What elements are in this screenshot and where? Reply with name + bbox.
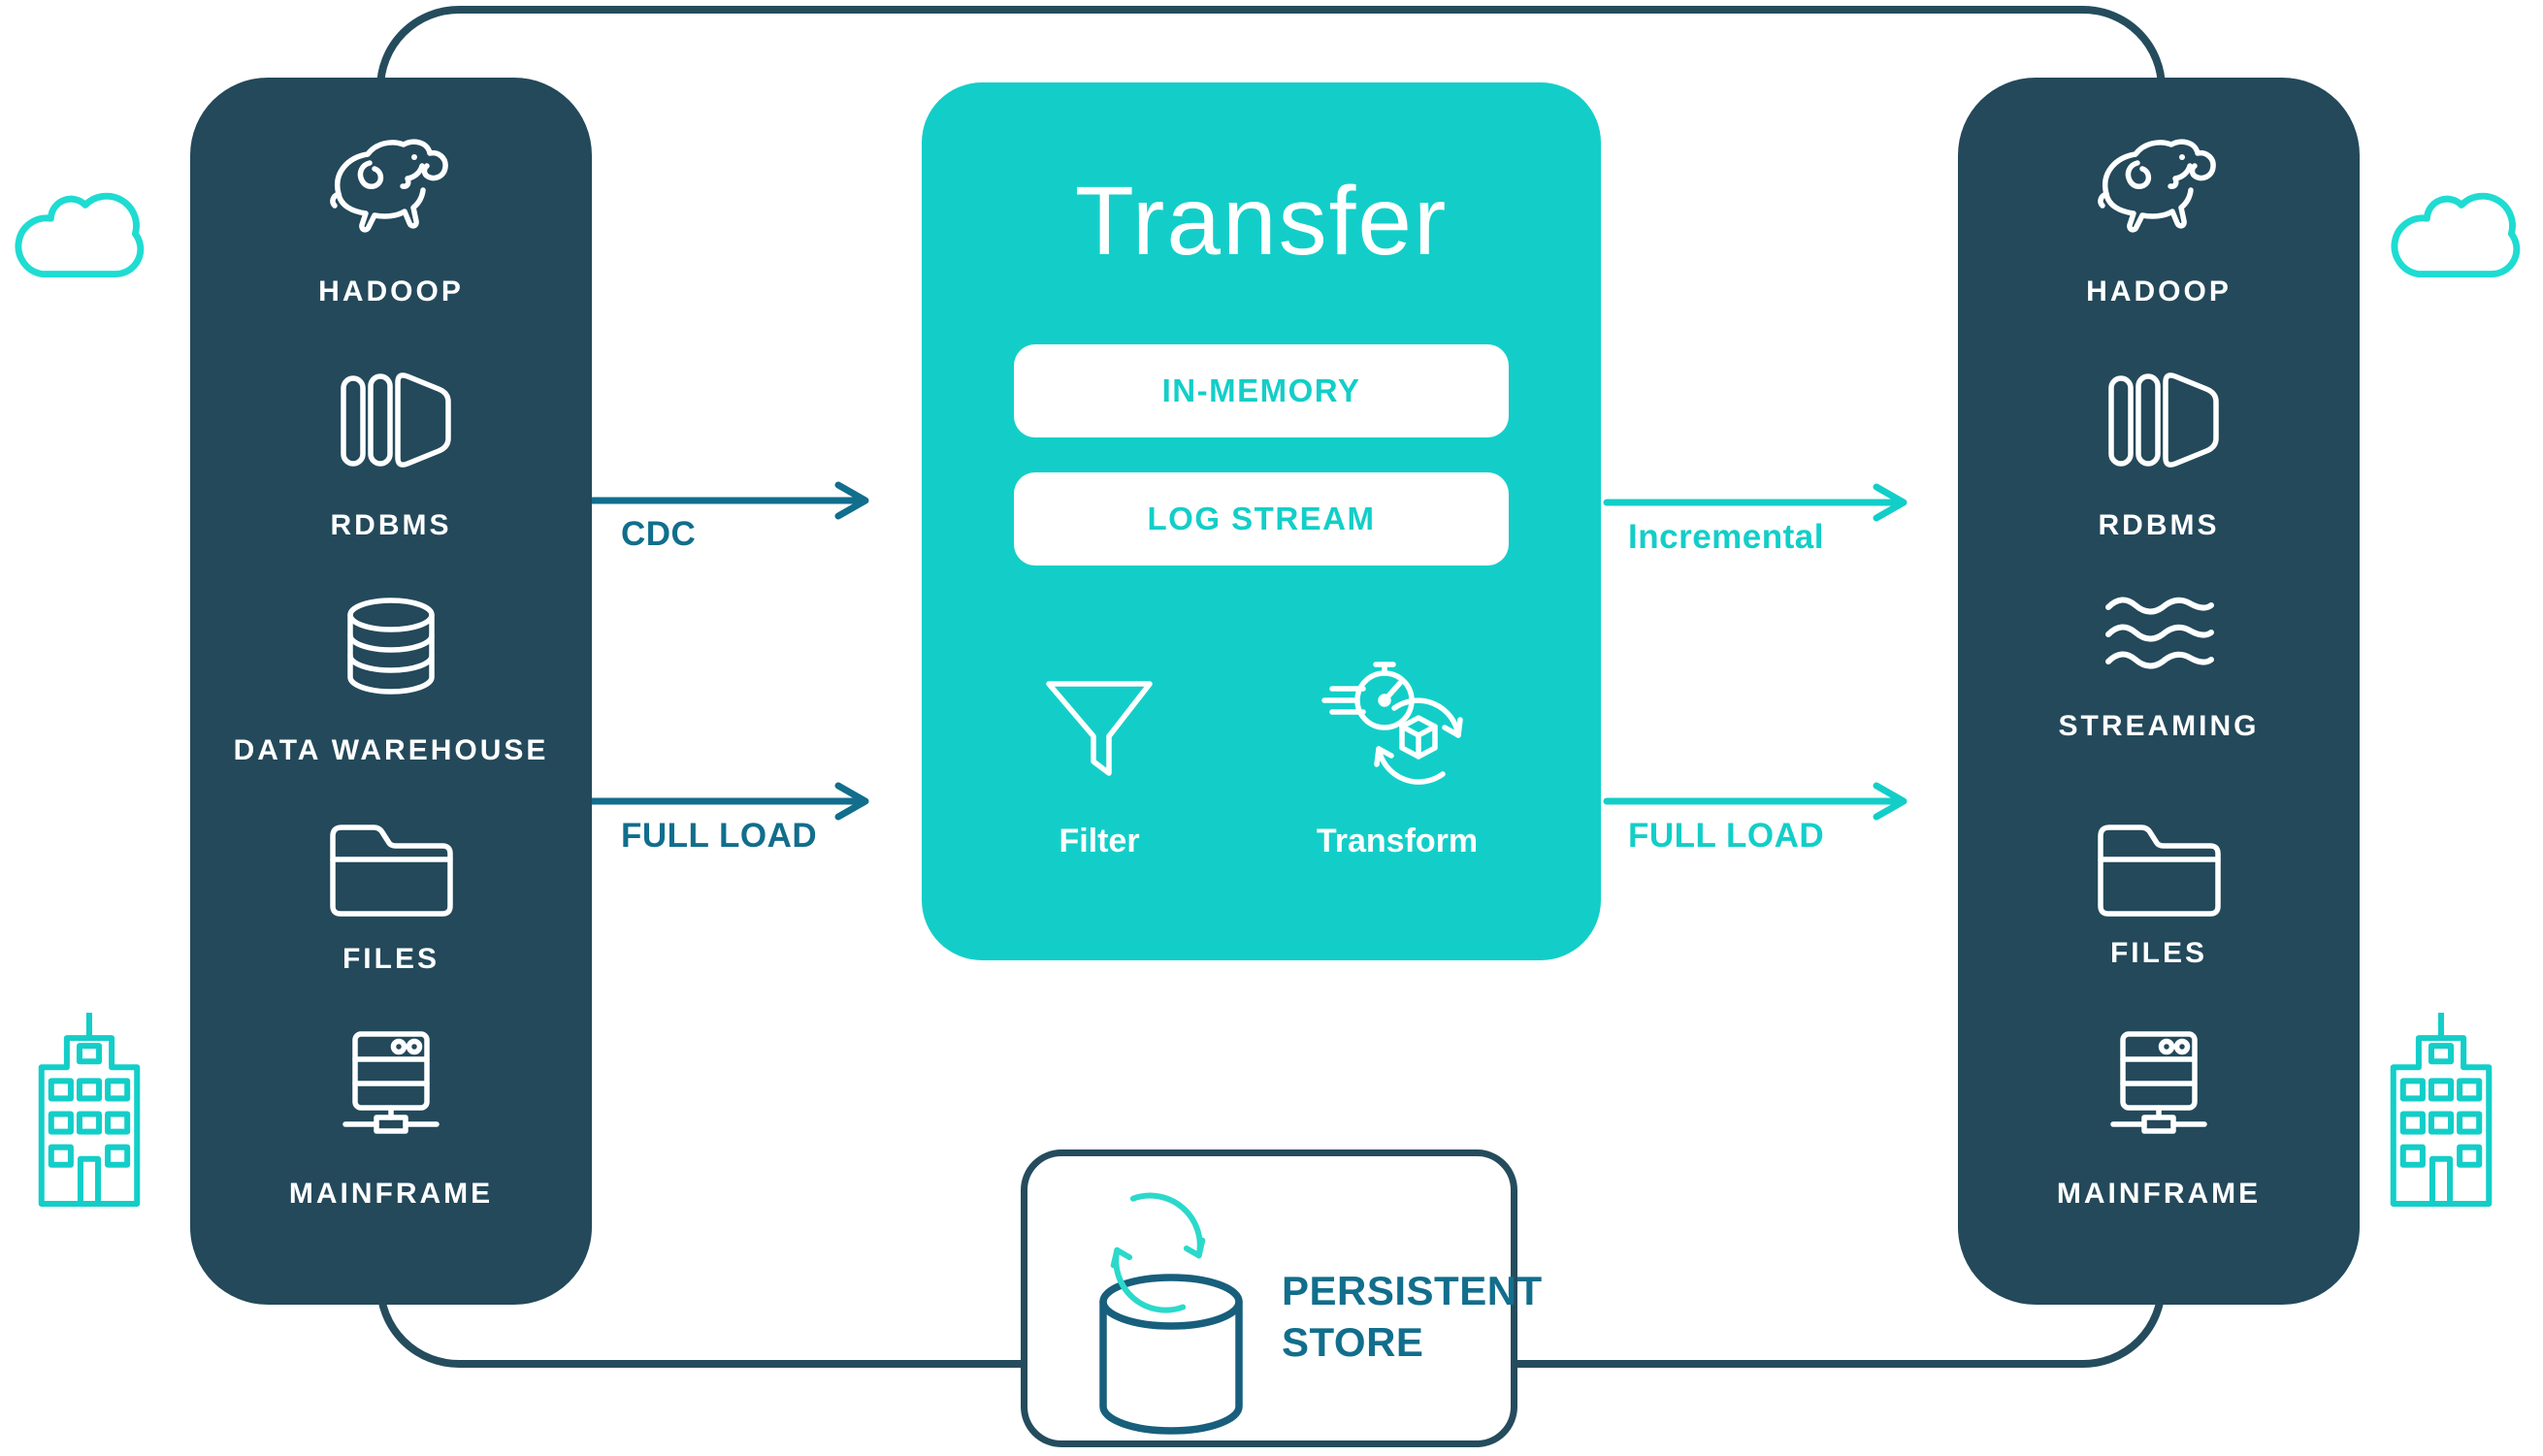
in-memory-chip-label: IN-MEMORY: [1161, 372, 1361, 408]
target-label-rdbms: RDBMS: [2098, 509, 2220, 541]
full-load-out-flow-arrow: [1603, 782, 1925, 821]
full-load-flow-arrow: [584, 782, 887, 821]
persistent-store-label-line1: PERSISTENT: [1282, 1268, 1543, 1313]
target-label-mainframe: MAINFRAME: [2056, 1178, 2262, 1210]
cloud-icon: [2378, 178, 2541, 296]
log-stream-chip: LOG STREAM: [1014, 472, 1509, 566]
building-icon: [2379, 1011, 2507, 1211]
filter-label: Filter: [1059, 823, 1140, 859]
source-label-files: FILES: [342, 943, 440, 975]
source-label-hadoop: HADOOP: [318, 275, 464, 307]
mainframe-icon: [328, 1028, 454, 1140]
transform-label: Transform: [1316, 823, 1479, 859]
source-label-mainframe: MAINFRAME: [288, 1178, 494, 1210]
incremental-flow-label: Incremental: [1628, 518, 1824, 556]
building-icon: [27, 1011, 155, 1211]
folder-icon: [2091, 817, 2227, 919]
persistent-store-box: PERSISTENT STORE: [1021, 1149, 1542, 1447]
streaming-waves-icon: [2101, 590, 2217, 679]
rdbms-icon: [2096, 369, 2222, 475]
rdbms-icon: [328, 369, 454, 475]
folder-icon: [323, 817, 459, 919]
data-warehouse-icon: [333, 592, 449, 708]
source-label-rdbms: RDBMS: [330, 509, 452, 541]
database-cylinder-icon: [1074, 1253, 1268, 1442]
target-label-hadoop: HADOOP: [2086, 275, 2232, 307]
source-label-data-warehouse: DATA WAREHOUSE: [233, 734, 549, 766]
target-label-streaming: STREAMING: [2058, 710, 2260, 742]
sources-panel: HADOOP RDBMS DATA WAREHOUSE FILE: [190, 78, 592, 1305]
log-stream-chip-label: LOG STREAM: [1147, 501, 1376, 536]
cloud-icon: [2, 178, 165, 296]
full-load-flow-label: FULL LOAD: [621, 817, 818, 855]
transfer-title: Transfer: [1074, 167, 1449, 275]
hadoop-elephant-icon: [2081, 134, 2236, 250]
targets-panel: HADOOP RDBMS STREAMING FILES: [1958, 78, 2360, 1305]
incremental-flow-arrow: [1603, 483, 1925, 522]
stopwatch-transform-icon: [1315, 658, 1480, 801]
cdc-flow-label: CDC: [621, 515, 697, 553]
in-memory-chip: IN-MEMORY: [1014, 344, 1509, 437]
mainframe-icon: [2096, 1028, 2222, 1140]
full-load-out-flow-label: FULL LOAD: [1628, 817, 1825, 855]
cdc-flow-arrow: [584, 481, 887, 520]
target-label-files: FILES: [2109, 937, 2207, 969]
funnel-icon: [1041, 676, 1157, 785]
persistent-store-label-line2: STORE: [1282, 1319, 1424, 1365]
transfer-panel: Transfer IN-MEMORY LOG STREAM Filter: [922, 82, 1601, 960]
persistent-store-label: PERSISTENT STORE: [1282, 1265, 1543, 1368]
refresh-arrows-icon: [1078, 1174, 1238, 1334]
hadoop-elephant-icon: [313, 134, 469, 250]
